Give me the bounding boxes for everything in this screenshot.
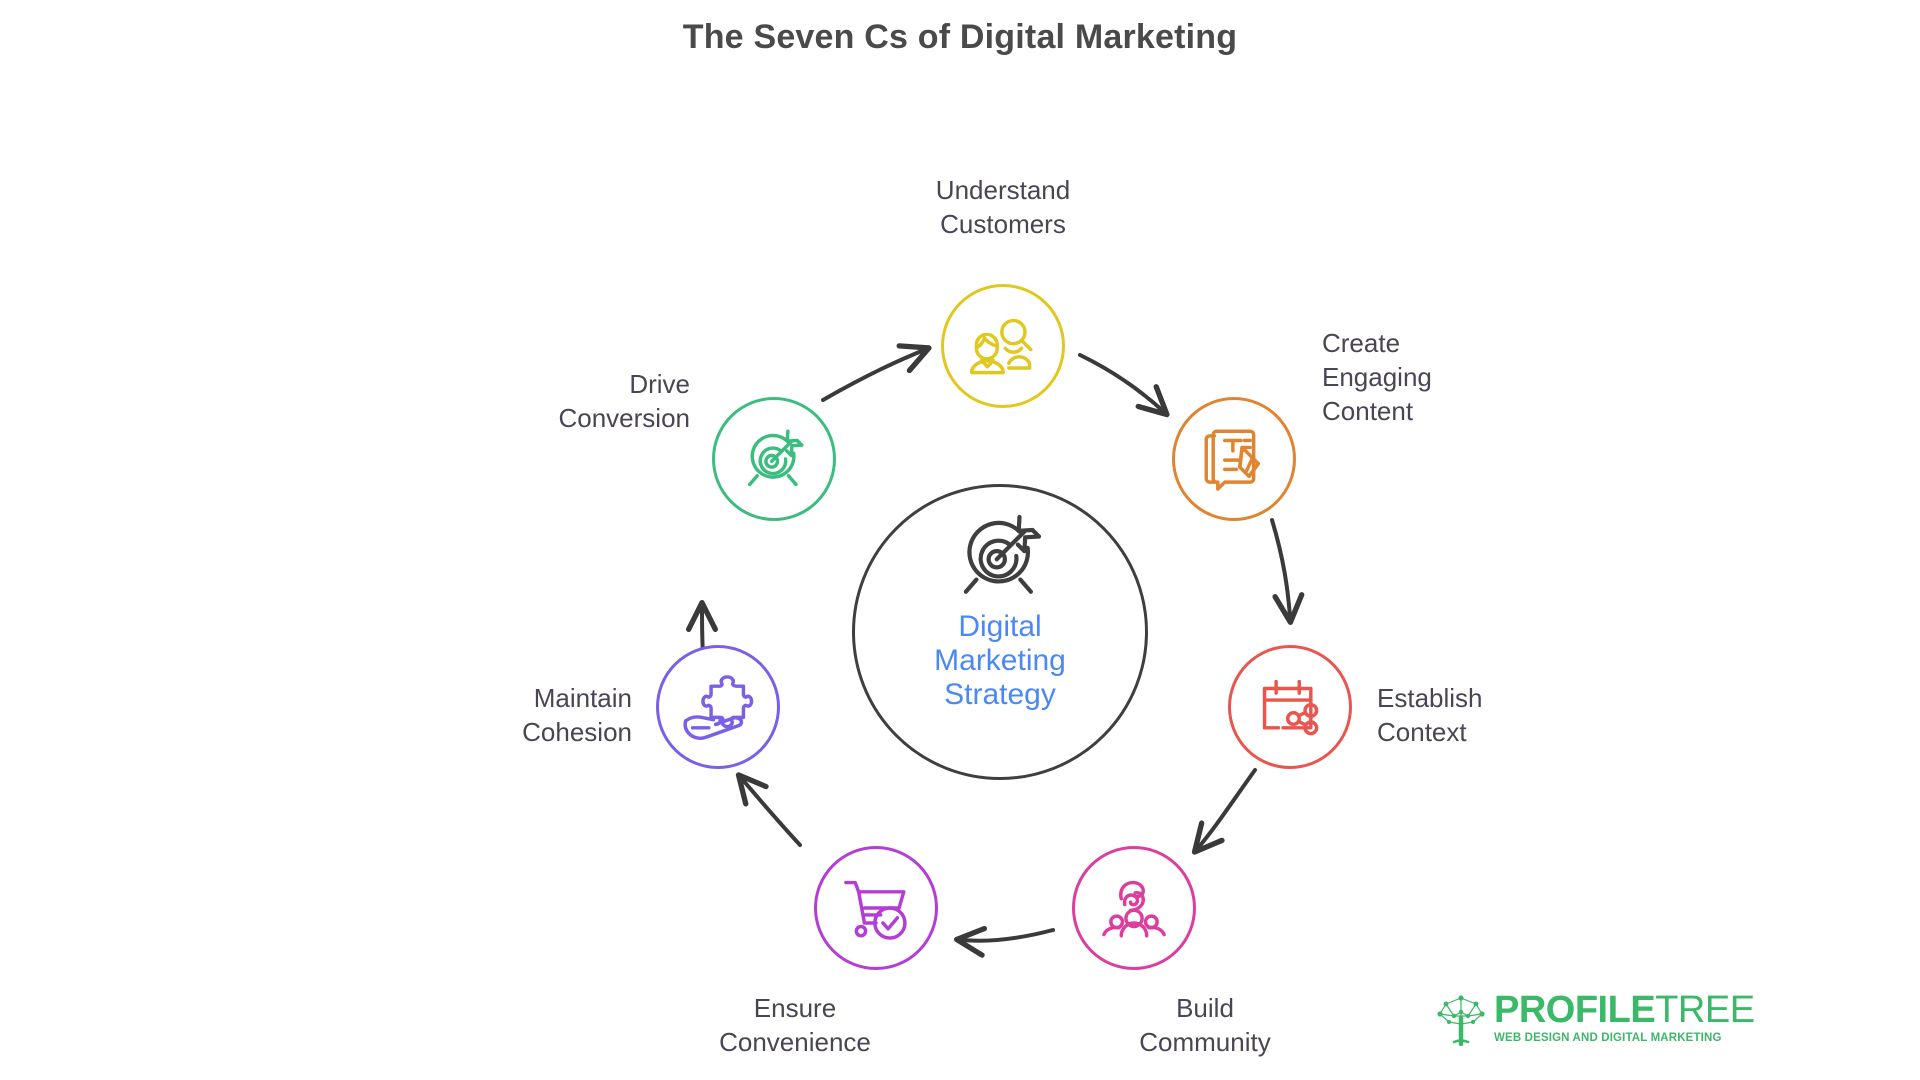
node-ring-build-community: [1072, 846, 1196, 970]
profiletree-logo: PROFILETREE WEB DESIGN AND DIGITAL MARKE…: [1432, 991, 1755, 1065]
center-hub-ring: [852, 484, 1148, 780]
customers-magnifier-icon: [941, 284, 1065, 408]
target-arrow-icon: [712, 397, 836, 521]
document-pencil-icon: [1172, 397, 1296, 521]
label-ensure-convenience: Ensure Convenience: [719, 993, 871, 1057]
node-ring-establish-context: [1228, 645, 1352, 769]
label-establish-context: Establish Context: [1377, 683, 1483, 747]
target-arrow-icon: [948, 504, 1052, 608]
community-group-icon: [1072, 846, 1196, 970]
node-ring-drive-conversion: [712, 397, 836, 521]
label-understand-customers: Understand Customers: [935, 175, 1071, 239]
page-title: The Seven Cs of Digital Marketing: [682, 18, 1238, 56]
label-drive-conversion: Drive Conversion: [558, 369, 690, 433]
label-build-community: Build Community: [1139, 993, 1271, 1057]
node-ring-maintain-cohesion: [656, 645, 780, 769]
calendar-share-icon: [1228, 645, 1352, 769]
label-maintain-cohesion: Maintain Cohesion: [522, 683, 632, 747]
label-create-engaging-content: Create Engaging Content: [1322, 328, 1432, 426]
hand-puzzle-icon: [656, 645, 780, 769]
logo-name-bold: PROFILE: [1494, 988, 1656, 1031]
node-ring-understand-customers: [941, 284, 1065, 408]
logo-name-light: TREE: [1655, 988, 1755, 1031]
profiletree-wordmark: PROFILETREE: [1494, 988, 1755, 1031]
tree-network-icon: [1432, 990, 1490, 1046]
cart-check-icon: [814, 846, 938, 970]
center-hub-text: Digital Marketing Strategy: [934, 610, 1066, 712]
logo-tagline: WEB DESIGN AND DIGITAL MARKETING: [1494, 1032, 1722, 1045]
